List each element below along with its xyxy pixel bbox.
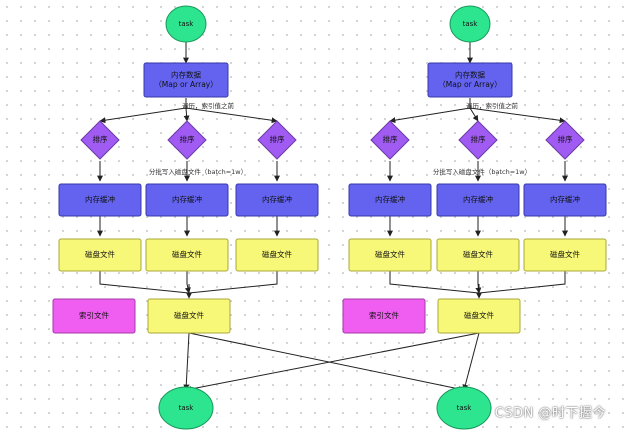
left-split-branch-1	[183, 107, 190, 122]
right-write-label: 分批写入磁盘文件（batch=1w）	[433, 167, 531, 176]
right-disk-file-3	[523, 238, 607, 272]
right-merged-disk-file-label: 磁盘文件	[464, 310, 494, 320]
left-memory-buffer-2-label: 内存缓冲	[172, 194, 202, 204]
left-sort-diamond-3-label: 排序	[270, 134, 285, 144]
bottom-task-right-label: task	[457, 404, 473, 412]
left-task-start	[165, 5, 207, 43]
right-memory-data-box	[427, 62, 513, 98]
left-disk-file-3-label: 磁盘文件	[262, 249, 292, 259]
right-index-file-label: 索引文件	[369, 310, 399, 320]
right-split-branch-0	[389, 107, 471, 124]
left-disk-merge-2	[188, 271, 278, 294]
left-disk-merge-0	[99, 271, 190, 294]
left-disk-file-2-label: 磁盘文件	[172, 249, 202, 259]
right-memory-data-box-label: 内存数据	[455, 69, 485, 79]
right-memory-buffer-2-label: 内存缓冲	[463, 194, 493, 204]
left-split-branch-2	[185, 107, 278, 124]
bottom-task-left-label: task	[179, 404, 195, 412]
right-memory-buffer-1	[348, 183, 432, 217]
left-merged-disk-file	[147, 298, 231, 334]
connector-lines	[97, 42, 568, 392]
left-disk-file-3	[235, 238, 319, 272]
left-disk-file-1-label: 磁盘文件	[85, 249, 115, 259]
right-sort-diamond-1	[370, 120, 410, 160]
right-sort-diamond-1-label: 排序	[383, 134, 398, 144]
right-sort-diamond-2-label: 排序	[471, 134, 486, 144]
right-merged-to-right-task	[462, 332, 480, 391]
left-split-label: 遍历，索引值之前	[182, 101, 235, 110]
right-merged-disk-file	[437, 298, 521, 334]
left-write-label: 分批写入磁盘文件（batch=1w）	[149, 167, 247, 176]
left-sort-diamond-1	[80, 120, 120, 160]
left-split-branch-0	[99, 107, 187, 124]
left-memory-data-box	[143, 62, 229, 98]
right-memory-data-box-label: （Map or Array）	[438, 80, 501, 89]
left-merged-disk-file-label: 磁盘文件	[174, 310, 204, 320]
right-split-branch-1	[469, 107, 479, 122]
right-disk-file-2-label: 磁盘文件	[463, 249, 493, 259]
right-disk-file-2	[436, 238, 520, 272]
right-task-start	[449, 5, 491, 43]
right-disk-merge-2	[478, 271, 566, 294]
left-index-file-label: 索引文件	[79, 310, 109, 320]
left-index-file	[52, 298, 136, 334]
flowchart-nodes: task内存数据（Map or Array）遍历，索引值之前排序排序排序分批写入…	[52, 5, 607, 430]
left-memory-buffer-2	[145, 183, 229, 217]
right-disk-file-1	[348, 238, 432, 272]
right-sort-diamond-2	[458, 120, 498, 160]
right-memory-buffer-2	[436, 183, 520, 217]
left-disk-file-1	[58, 238, 142, 272]
right-sort-diamond-3	[545, 120, 585, 160]
right-disk-file-3-label: 磁盘文件	[550, 249, 580, 259]
right-split-branch-2	[469, 107, 566, 124]
left-sort-diamond-3	[257, 120, 297, 160]
right-merged-to-left-task	[185, 332, 480, 392]
bottom-task-right	[436, 386, 492, 430]
right-sort-diamond-3-label: 排序	[558, 134, 573, 144]
left-sort-diamond-2-label: 排序	[180, 134, 195, 144]
left-disk-merge-1	[184, 271, 191, 294]
right-memory-buffer-3	[523, 183, 607, 217]
left-memory-buffer-3-label: 内存缓冲	[262, 194, 292, 204]
right-index-file	[342, 298, 426, 334]
right-task-start-label: task	[463, 20, 479, 28]
right-disk-merge-0	[389, 271, 480, 294]
watermark: CSDN @时下握今	[494, 406, 606, 421]
right-memory-buffer-1-label: 内存缓冲	[375, 194, 405, 204]
left-merged-to-left-task	[183, 332, 190, 391]
left-memory-buffer-1-label: 内存缓冲	[85, 194, 115, 204]
right-disk-file-1-label: 磁盘文件	[375, 249, 405, 259]
left-task-start-label: task	[179, 20, 195, 28]
bottom-task-left	[158, 386, 214, 430]
left-memory-data-box-label: （Map or Array）	[154, 80, 217, 89]
left-memory-buffer-3	[235, 183, 319, 217]
right-memory-buffer-3-label: 内存缓冲	[550, 194, 580, 204]
left-sort-diamond-1-label: 排序	[93, 134, 108, 144]
left-memory-data-box-label: 内存数据	[171, 69, 201, 79]
left-sort-diamond-2	[167, 120, 207, 160]
left-memory-buffer-1	[58, 183, 142, 217]
left-disk-file-2	[145, 238, 229, 272]
left-merged-to-right-task	[188, 332, 465, 392]
right-split-label: 遍历，索引值之前	[466, 101, 519, 110]
